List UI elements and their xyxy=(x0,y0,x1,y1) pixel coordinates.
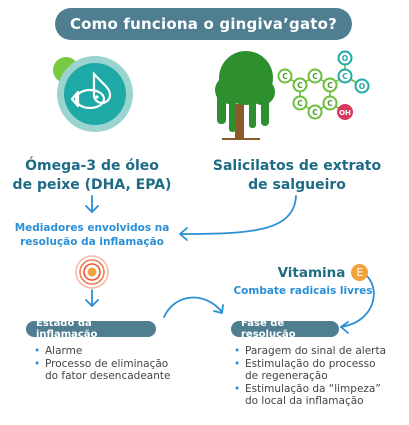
omega3-title-line2: de peixe (DHA, EPA) xyxy=(12,177,172,193)
molecule-atoms: C C C C C C C C O O OH xyxy=(277,50,370,120)
list-item: Estimulação da “limpeza” xyxy=(234,383,404,396)
resolution-phase-pill: Fase de resolução xyxy=(231,318,339,340)
salicylate-title-line1: Salicilatos de extrato xyxy=(212,158,382,174)
atom-label: C xyxy=(297,99,303,108)
mediators-line1: Mediadores envolvidos na xyxy=(14,222,170,234)
omega3-title-line1: Ómega-3 de óleo xyxy=(25,158,159,174)
list-item-continuation: de regeneração xyxy=(245,370,328,382)
omega3-title: Ómega-3 de óleo de peixe (DHA, EPA) xyxy=(8,157,176,195)
inflammation-list: Alarme Processo de eliminação do fator d… xyxy=(34,345,194,383)
arrow-curve-head xyxy=(179,227,188,241)
list-item: do fator desencadeante xyxy=(45,370,171,382)
mediators-line2: resolução da inflamação xyxy=(20,236,164,248)
atom-label: C xyxy=(297,81,303,90)
atom-label: C xyxy=(327,99,333,108)
atom-label: C xyxy=(282,72,288,81)
mediators-text: Mediadores envolvidos na resolução da in… xyxy=(8,221,176,249)
vitamin-block: Vitamina E xyxy=(248,262,398,281)
vitamin-e-badge: E xyxy=(351,264,369,281)
salicylate-title-line2: de salgueiro xyxy=(248,177,346,193)
atom-label: O xyxy=(342,54,348,63)
list-item: Paragem do sinal de alerta xyxy=(234,345,404,358)
page-title: Como funciona o gingiva’gato? xyxy=(55,8,352,40)
hydroxyl-label: OH xyxy=(339,109,351,117)
arrow-to-resolution-head xyxy=(213,304,224,314)
salicylate-title: Salicilatos de extrato de salgueiro xyxy=(207,157,387,195)
willow-tree-icon xyxy=(215,51,275,140)
list-item-continuation: do local da inflamação xyxy=(245,395,364,407)
atom-label: C xyxy=(312,108,318,117)
list-item: Estimulação do processo xyxy=(234,358,404,371)
arrow-curve-right-to-mediators xyxy=(179,195,297,235)
vitamin-label: Vitamina xyxy=(277,265,346,281)
list-item: Processo de eliminação xyxy=(34,358,194,371)
atom-label: C xyxy=(342,72,348,81)
arrow-down-inflammation-head xyxy=(85,299,99,307)
resolution-list: Paragem do sinal de alerta Estimulação d… xyxy=(234,345,404,408)
arrow-to-resolution xyxy=(163,296,223,318)
inflammation-target-icon xyxy=(75,255,109,289)
arrow-vitamin-head xyxy=(340,321,349,334)
inflammation-state-pill: Estado da inflamação xyxy=(26,318,156,340)
list-item: Alarme xyxy=(34,345,194,358)
atom-label: C xyxy=(312,72,318,81)
vitamin-subtitle: Combate radicais livres xyxy=(233,285,373,297)
arrow-down-left-head xyxy=(85,205,99,213)
atom-label: O xyxy=(359,82,365,91)
atom-label: C xyxy=(327,81,333,90)
fish-oil-icon xyxy=(53,56,133,132)
